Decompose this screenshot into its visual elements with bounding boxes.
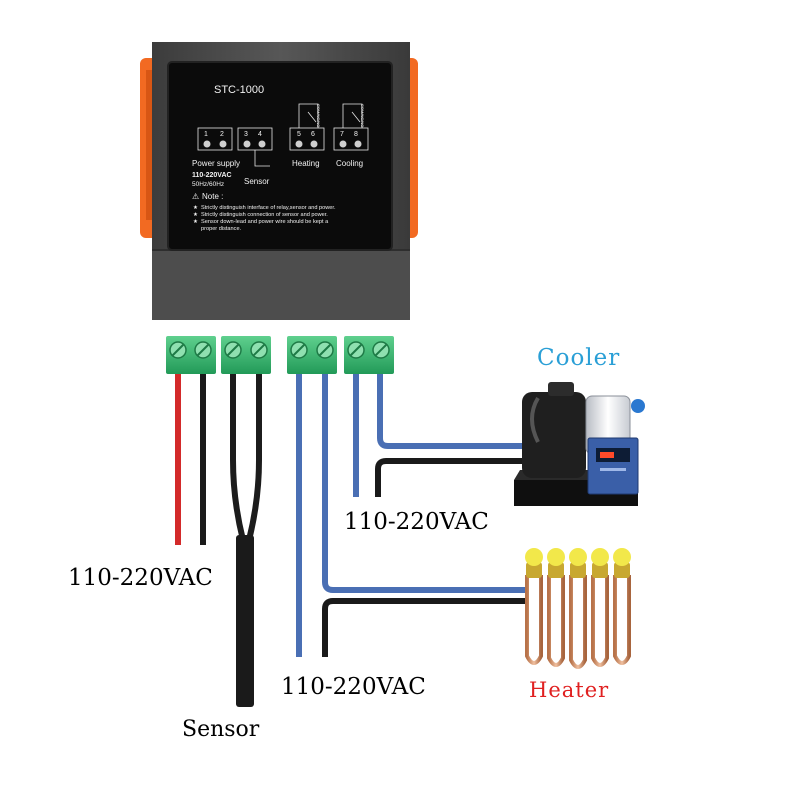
cooler-compressor bbox=[522, 392, 586, 478]
heater-element bbox=[591, 548, 609, 667]
note-list: ★ Strictly distinguish interface of rela… bbox=[193, 204, 336, 232]
cooler-controller bbox=[587, 437, 639, 495]
cooling-wire-return bbox=[375, 458, 528, 497]
terminal-num-5: 5 bbox=[297, 131, 301, 138]
cooling-wire-to-cooler bbox=[377, 372, 528, 449]
heater-element bbox=[547, 548, 565, 667]
label-panel bbox=[167, 61, 393, 251]
heater-element bbox=[569, 548, 587, 669]
sensor-wire-1 bbox=[230, 372, 246, 541]
note-title: Note : bbox=[202, 192, 223, 201]
terminal-num-6: 6 bbox=[311, 131, 315, 138]
note-icon: ⚠ bbox=[192, 192, 199, 201]
sensor-probe-cable bbox=[236, 535, 254, 707]
relay-mark-cooling: COM/NC/NO bbox=[360, 104, 365, 127]
relay-mark-heating: COM/NC/NO bbox=[316, 104, 321, 127]
terminal-numbers: 1 2 3 4 5 6 7 8 bbox=[204, 131, 358, 138]
terminal-block-sensor bbox=[221, 336, 271, 374]
power-voltage-caption: 110-220VAC bbox=[68, 565, 213, 591]
terminal-block-heating bbox=[287, 336, 337, 374]
terminal-blocks bbox=[166, 336, 394, 374]
terminal-num-2: 2 bbox=[220, 131, 224, 138]
terminal-num-3: 3 bbox=[244, 131, 248, 138]
svg-text:★: ★ bbox=[193, 218, 198, 225]
terminal-num-4: 4 bbox=[258, 131, 262, 138]
model-name: STC-1000 bbox=[214, 84, 264, 96]
power-supply-label: Power supply bbox=[192, 159, 240, 168]
terminal-num-8: 8 bbox=[354, 131, 358, 138]
heater-caption: Heater bbox=[529, 678, 610, 702]
note-line-2: Strictly distinguish connection of senso… bbox=[201, 212, 328, 218]
wires bbox=[175, 372, 528, 707]
svg-text:★: ★ bbox=[193, 204, 198, 211]
cooling-terminal-label: Cooling bbox=[336, 159, 363, 168]
terminal-num-7: 7 bbox=[340, 131, 344, 138]
stc-1000-controller: STC-1000 1 2 3 4 5 6 7 8 bbox=[140, 42, 418, 320]
heating-wire-to-heater bbox=[322, 372, 528, 593]
heating-voltage-caption: 110-220VAC bbox=[281, 674, 426, 700]
cooler-caption: Cooler bbox=[537, 345, 621, 371]
sensor-wire-2 bbox=[246, 372, 262, 541]
heater-elements-image bbox=[525, 548, 631, 669]
heating-wire-return bbox=[322, 598, 528, 657]
note-line-1: Strictly distinguish interface of relay,… bbox=[201, 205, 336, 211]
heating-terminal-label: Heating bbox=[292, 159, 320, 168]
terminal-block-cooling bbox=[344, 336, 394, 374]
heater-element bbox=[525, 548, 543, 665]
sensor-terminal-label: Sensor bbox=[244, 177, 270, 186]
note-line-4: proper distance. bbox=[201, 226, 242, 232]
cooler-unit-image bbox=[514, 382, 645, 506]
sensor-caption: Sensor bbox=[182, 717, 260, 742]
heater-element bbox=[613, 548, 631, 665]
terminal-num-1: 1 bbox=[204, 131, 208, 138]
note-line-3: Sensor down-lead and power wire should b… bbox=[201, 219, 329, 225]
svg-text:★: ★ bbox=[193, 211, 198, 218]
cooling-voltage-caption: 110-220VAC bbox=[344, 509, 489, 535]
power-voltage-label: 110-220VAC bbox=[192, 172, 232, 179]
power-freq-label: 50Hz/60Hz bbox=[192, 181, 224, 188]
terminal-block-power bbox=[166, 336, 216, 374]
